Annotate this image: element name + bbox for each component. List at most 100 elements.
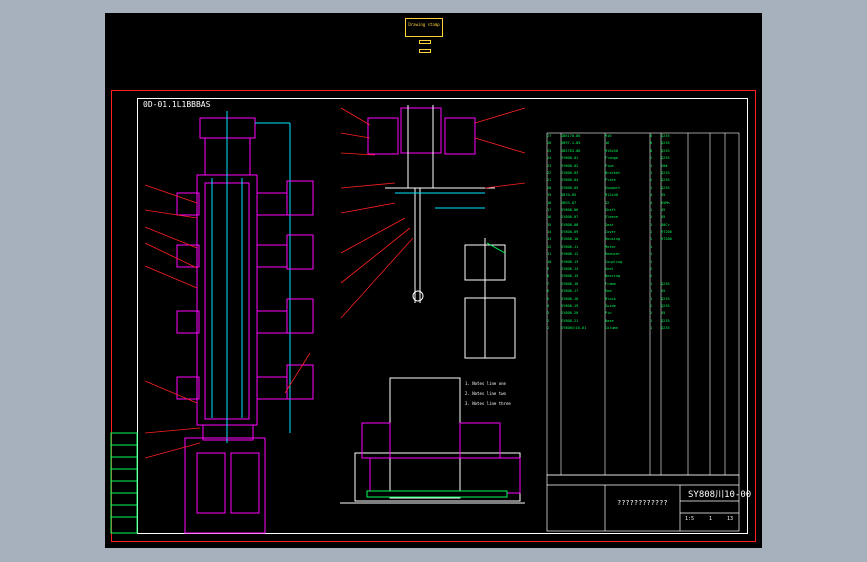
- bom-cell: GB97.1-85: [561, 141, 581, 146]
- bom-cell: Support: [605, 185, 621, 190]
- bom-cell: 1: [650, 170, 653, 175]
- bom-cell: SY808川10-01: [561, 326, 587, 331]
- bom-cell: SY808-18: [561, 296, 579, 301]
- bom-cell: 1: [547, 326, 550, 331]
- bom-cell: 1: [650, 281, 653, 286]
- bom-cell: 45: [661, 311, 666, 316]
- bom-cell: GB5783-86: [561, 148, 581, 153]
- bom-cell: 17: [547, 207, 552, 212]
- bom-cell: Guide: [605, 303, 616, 308]
- bom-cell: GB93-87: [561, 200, 577, 205]
- bom-cell: [688, 185, 710, 192]
- bom-cell: [710, 140, 724, 147]
- bom-cell: 1: [650, 326, 653, 331]
- bom-cell: [688, 155, 710, 162]
- bom-cell: 1: [650, 259, 653, 264]
- bom-cell: 20: [547, 185, 552, 190]
- bom-cell: [688, 214, 710, 221]
- bom-cell: 2: [650, 215, 653, 220]
- bom-cell: Bracket: [605, 170, 621, 175]
- bom-cell: [688, 170, 710, 177]
- bom-cell: [688, 229, 710, 236]
- bom-cell: [710, 303, 724, 310]
- svg-text:3. Notes line three: 3. Notes line three: [465, 401, 511, 406]
- bom-cell: 1: [650, 289, 653, 294]
- drawing-code: 0D-01.1L1BBBAS: [143, 100, 211, 109]
- bom-cell: 4: [547, 303, 550, 308]
- bom-cell: 1: [650, 252, 653, 257]
- bom-cell: [661, 273, 688, 280]
- bom-cell: [688, 296, 710, 303]
- bom-cell: [688, 288, 710, 295]
- bom-cell: [688, 273, 710, 280]
- bom-cell: [688, 133, 710, 140]
- bom-cell: Seal: [605, 267, 614, 272]
- bom-cell: SY808-01: [561, 156, 579, 161]
- bom-cell: Pipe: [605, 163, 614, 168]
- bom-cell: SY808-16: [561, 281, 579, 286]
- bom-cell: Shaft: [605, 207, 616, 212]
- bom-cell: 23: [547, 163, 552, 168]
- bom-cell: Q235: [661, 185, 670, 190]
- bom-cell: 1: [650, 318, 653, 323]
- bom-cell: [710, 288, 724, 295]
- stamp-label: Drawing stamp: [408, 22, 440, 27]
- bom-cell: [688, 303, 710, 310]
- bom-cell: [710, 259, 724, 266]
- bom-cell: 8: [650, 134, 653, 138]
- bom-cell: [710, 281, 724, 288]
- bom-cell: SY808-20: [561, 311, 579, 316]
- bom-cell: [688, 310, 710, 317]
- bom-cell: 16: [547, 215, 552, 220]
- bom-cell: HT200: [661, 230, 672, 235]
- bom-cell: 7: [547, 281, 550, 286]
- bom-cell: [688, 177, 710, 184]
- bom-cell: SY808-09: [561, 230, 579, 235]
- bom-cell: [710, 200, 724, 207]
- stamp-mini-2: [419, 49, 431, 53]
- drawing-canvas[interactable]: Drawing stamp 0D-01.1L1BBBAS: [105, 13, 762, 548]
- bom-cell: [710, 273, 724, 280]
- bom-cell: 14: [547, 230, 552, 235]
- bom-cell: Motor: [605, 244, 616, 249]
- bom-cell: HT200: [661, 237, 672, 242]
- bom-cell: [688, 207, 710, 214]
- bom-cell: [710, 296, 724, 303]
- bom-cell: M16: [605, 134, 612, 138]
- bom-cell: 12: [605, 200, 610, 205]
- bom-cell: 10: [547, 259, 552, 264]
- bom-cell: 11: [547, 252, 552, 257]
- bom-cell: Q235: [661, 178, 670, 183]
- bom-cell: 27: [547, 134, 552, 138]
- bom-cell: 1: [650, 230, 653, 235]
- bom-cell: Pin: [605, 311, 612, 316]
- outer-frame: [111, 90, 756, 542]
- bom-cell: [688, 281, 710, 288]
- bom-cell: Q235: [661, 281, 670, 286]
- bom-cell: 2: [650, 267, 653, 272]
- bom-cell: 15: [547, 222, 552, 227]
- bom-cell: Gear: [605, 222, 614, 227]
- bom-cell: SY808-03: [561, 170, 579, 175]
- bom-cell: SY808-07: [561, 215, 579, 220]
- bom-cell: [710, 185, 724, 192]
- bom-cell: SY808-21: [561, 318, 579, 323]
- bom-cell: [661, 251, 688, 258]
- bom-cell: [710, 214, 724, 221]
- bom-cell: 19: [547, 193, 552, 198]
- bom-cell: [710, 318, 724, 325]
- bom-cell: Frame: [605, 281, 616, 286]
- bom-cell: Block: [605, 296, 616, 301]
- bom-cell: Q235: [661, 326, 670, 331]
- bom-cell: Reducer: [605, 252, 621, 257]
- bom-cell: 1: [650, 222, 653, 227]
